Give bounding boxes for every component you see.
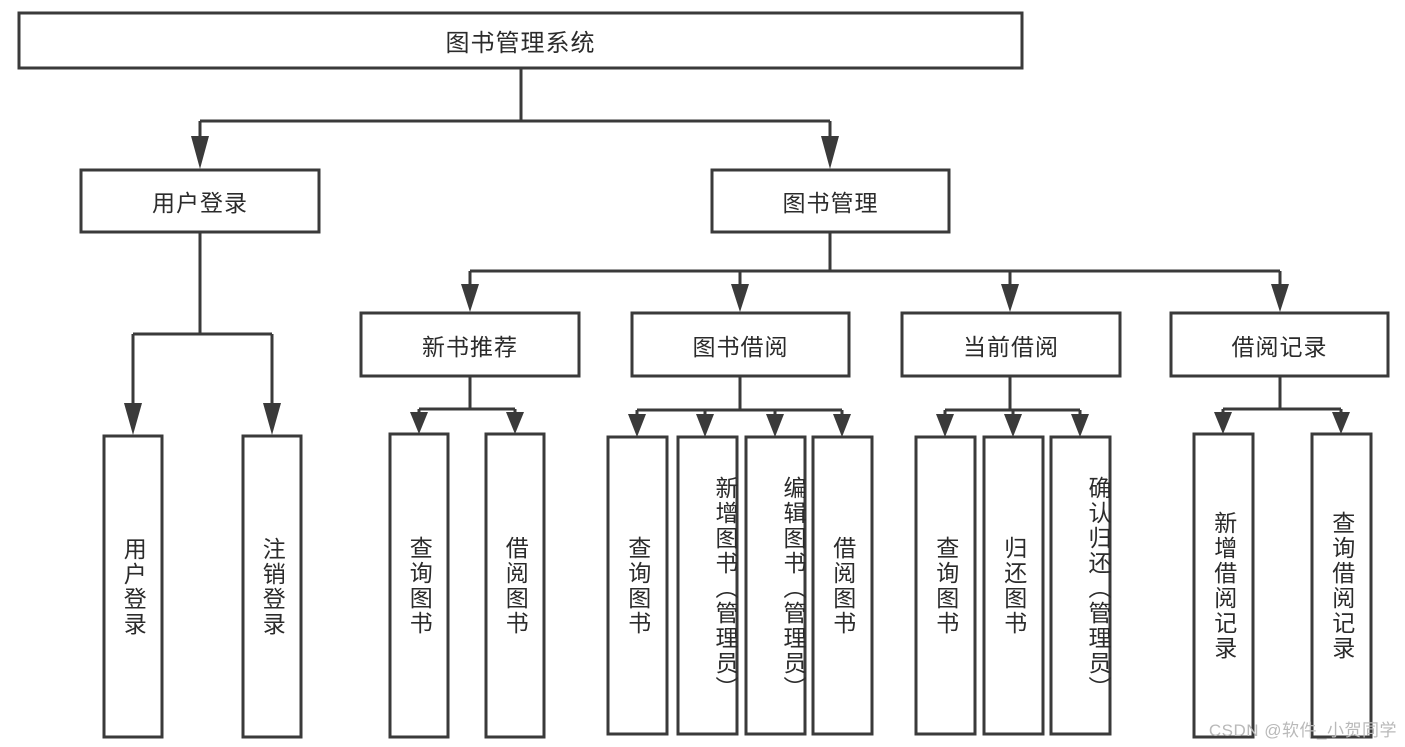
leaf-box-new-book-1[interactable] (484, 432, 546, 739)
leaf-box-borrow-record-0[interactable] (1192, 432, 1255, 739)
leaf-box-current-borrow-2[interactable] (1049, 435, 1112, 736)
leaf-box-borrow-record-1[interactable] (1310, 432, 1373, 739)
node-book-manage-box[interactable] (710, 168, 951, 234)
arrow-head-cb-leaf-1 (936, 414, 954, 437)
arrow-head-br-leaf-2 (1332, 412, 1350, 434)
node-root-box[interactable] (17, 11, 1024, 70)
node-user-login-box[interactable] (79, 168, 321, 234)
arrow-head-cb-leaf-3 (1071, 414, 1089, 437)
arrow-head-br-leaf-1 (1214, 412, 1232, 434)
arrow-head-bb-leaf-1 (628, 414, 646, 437)
arrow-head-book-borrow (731, 284, 749, 312)
arrow-head-nb-leaf-1 (410, 412, 428, 434)
arrow-head-current-borrow (1001, 284, 1019, 312)
leaf-box-book-borrow-0[interactable] (606, 435, 669, 736)
arrow-head-bb-leaf-2 (696, 414, 714, 437)
arrow-head-borrow-record (1271, 284, 1289, 312)
node-borrow-record-box[interactable] (1169, 311, 1390, 378)
arrow-head-bb-leaf-3 (766, 414, 784, 437)
arrow-head-book-manage (821, 136, 839, 169)
leaf-box-current-borrow-0[interactable] (914, 435, 977, 736)
leaf-box-book-borrow-1[interactable] (676, 435, 739, 736)
leaf-box-new-book-0[interactable] (388, 432, 450, 739)
arrow-head-nb-leaf-2 (506, 412, 524, 434)
node-new-book-box[interactable] (359, 311, 581, 378)
arrow-head-cb-leaf-2 (1004, 414, 1022, 437)
arrow-head-leaf-logout (263, 403, 281, 435)
leaf-box-book-borrow-2[interactable] (744, 435, 807, 736)
node-book-borrow-box[interactable] (630, 311, 851, 378)
arrow-head-bb-leaf-4 (833, 414, 851, 437)
arrow-head-new-book (461, 284, 479, 312)
arrow-head-leaf-user-login (124, 403, 142, 435)
leaf-box-user-login-1[interactable] (241, 434, 303, 739)
arrow-head-user-login (191, 136, 209, 169)
leaf-box-book-borrow-3[interactable] (811, 435, 874, 736)
node-current-borrow-box[interactable] (900, 311, 1122, 378)
leaf-box-user-login-0[interactable] (102, 434, 164, 739)
leaf-box-current-borrow-1[interactable] (982, 435, 1045, 736)
